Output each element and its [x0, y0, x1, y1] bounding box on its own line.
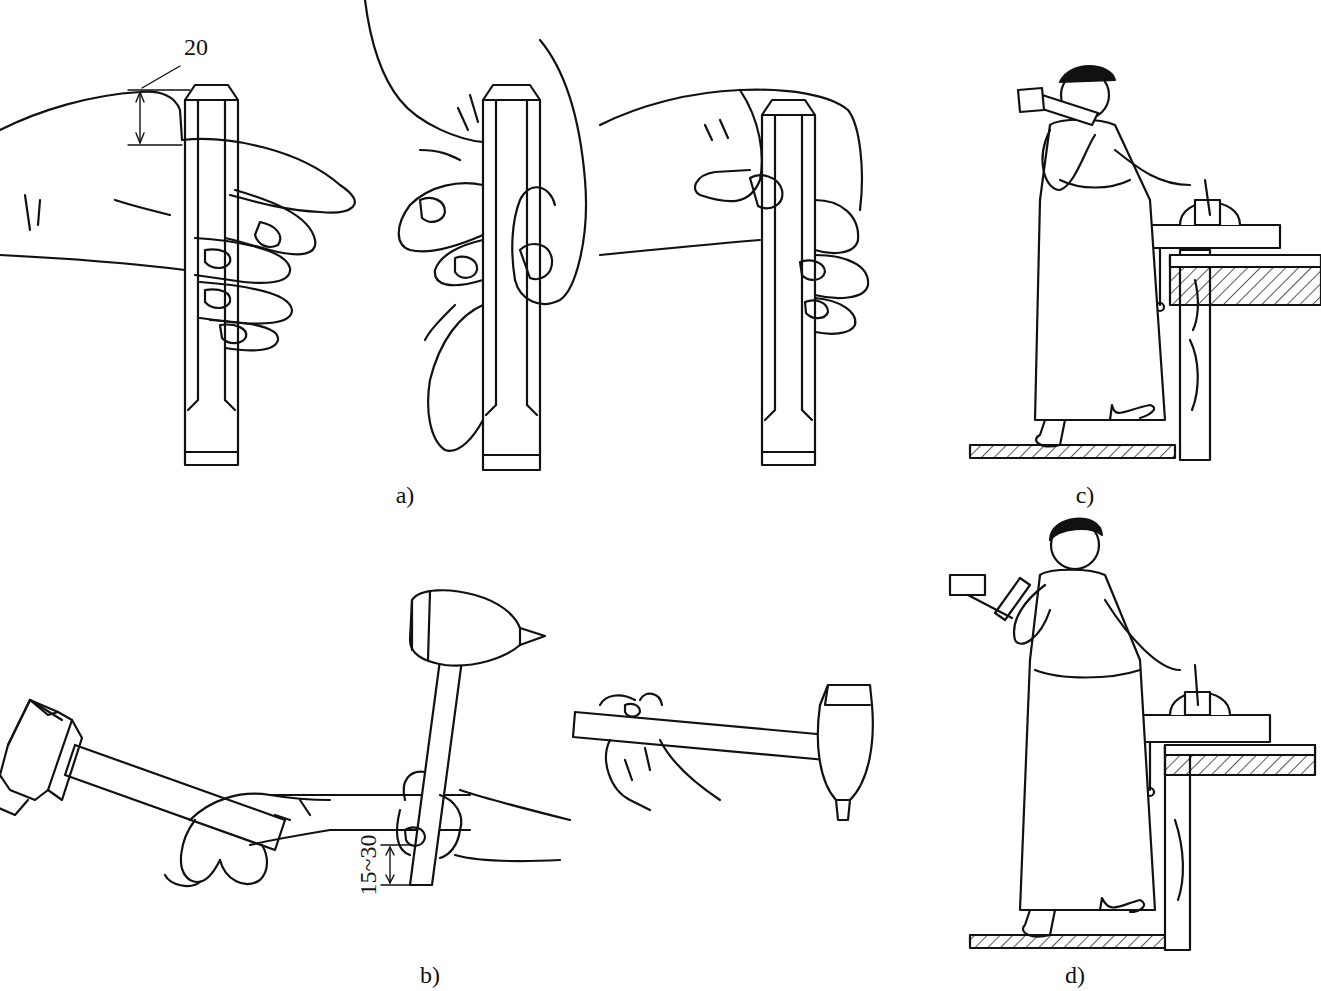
worker-figure	[950, 519, 1315, 950]
dimension-line	[128, 66, 190, 145]
chisel	[185, 85, 238, 465]
hand	[600, 694, 720, 810]
dimension-label: 20	[182, 35, 210, 59]
hand	[397, 772, 570, 861]
panel-label: b)	[420, 963, 440, 987]
hammer	[573, 685, 873, 820]
chisel	[762, 100, 815, 465]
panel-label: a)	[396, 483, 415, 507]
hammer	[0, 700, 285, 850]
dimension-line	[380, 845, 412, 885]
hammer	[410, 590, 545, 885]
panel-label: d)	[1065, 963, 1085, 987]
hand	[365, 0, 586, 451]
dimension-label: 15~30	[356, 833, 380, 898]
worker-figure	[970, 66, 1321, 460]
hand	[600, 90, 868, 334]
panel-label: c)	[1076, 483, 1095, 507]
hand	[0, 92, 355, 351]
